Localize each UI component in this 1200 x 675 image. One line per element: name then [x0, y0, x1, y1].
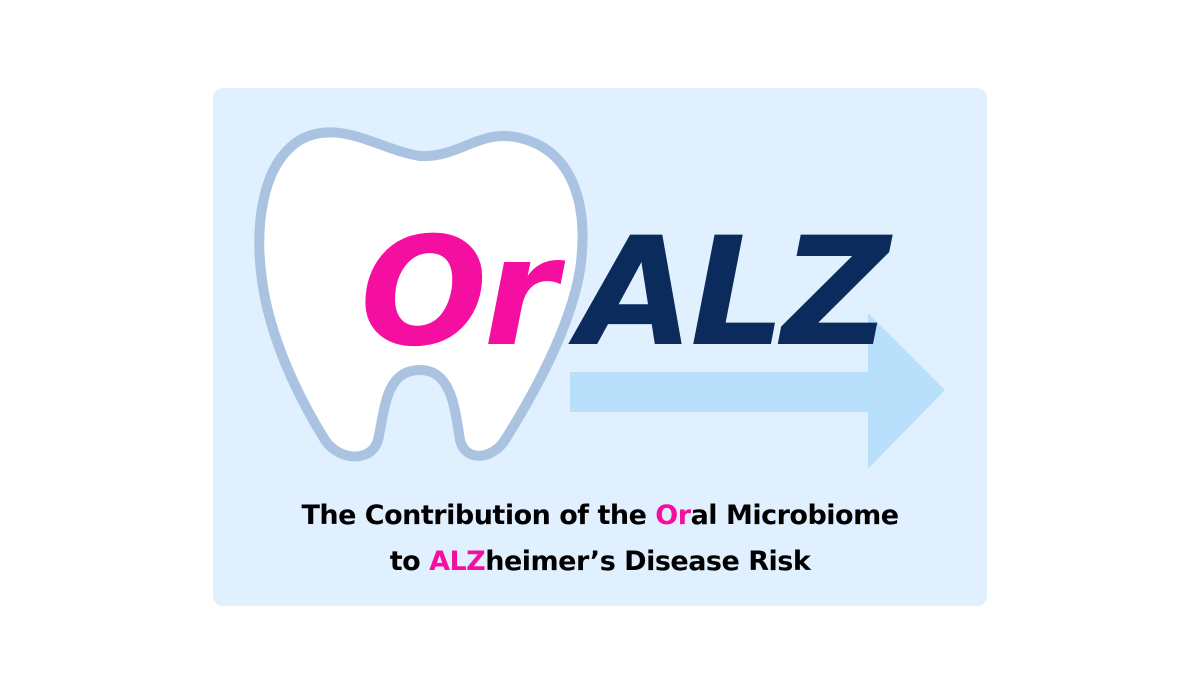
logo-alz: ALZ — [578, 206, 890, 380]
subtitle-text: The Contribution of the — [301, 500, 656, 531]
subtitle-line-2: to ALZheimer’s Disease Risk — [0, 546, 1200, 577]
subtitle-text: heimer’s Disease Risk — [485, 546, 811, 577]
logo-or: Or — [360, 206, 557, 380]
subtitle-highlight: ALZ — [429, 546, 486, 577]
arrow-icon — [570, 313, 945, 469]
subtitle-text: al Microbiome — [690, 500, 899, 531]
subtitle-line-1: The Contribution of the Oral Microbiome — [0, 500, 1200, 531]
subtitle-highlight: Or — [655, 500, 691, 531]
subtitle-text: to — [389, 546, 430, 577]
tooth-icon — [254, 127, 588, 462]
